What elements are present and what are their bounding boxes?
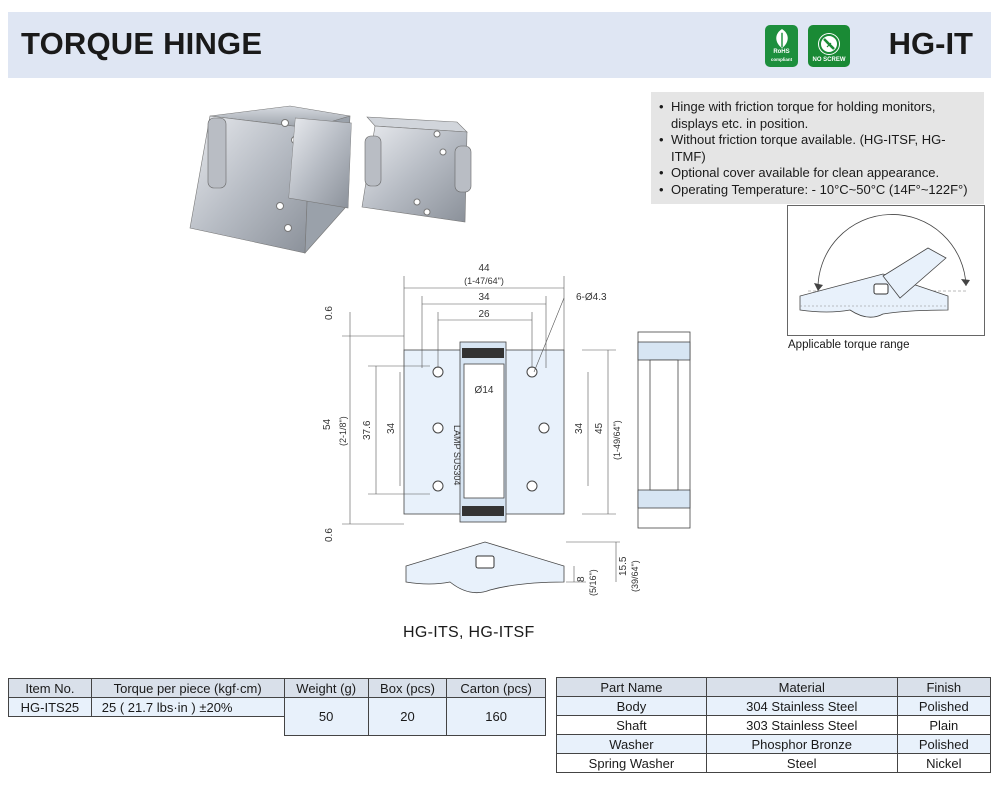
dim-h45-in: (1-49/64") — [612, 420, 622, 460]
table-row: Spring Washer Steel Nickel — [556, 753, 992, 773]
dim-w34: 34 — [478, 292, 490, 303]
cell-part: Spring Washer — [556, 753, 707, 773]
dim-w26: 26 — [478, 309, 490, 320]
dim-h155: 15.5 — [618, 556, 629, 576]
table-header-row: Part Name Material Finish — [556, 677, 992, 697]
cell-carton: 160 — [446, 697, 546, 736]
product-photo-small — [361, 116, 472, 223]
cell-torque: 25 ( 21.7 lbs·in ) ±20% — [90, 697, 285, 717]
cell-weight: 50 — [283, 697, 369, 736]
drawing-caption: HG-ITS, HG-ITSF — [403, 624, 535, 641]
page-title: TORQUE HINGE — [21, 26, 263, 61]
col-part-name: Part Name — [556, 677, 707, 697]
dim-d14: Ø14 — [475, 385, 494, 396]
table-row: HG-ITS25 25 ( 21.7 lbs·in ) ±20% 50 20 1… — [8, 697, 546, 736]
drawing-mark: LAMP SUS304 — [452, 425, 462, 485]
col-carton: Carton (pcs) — [446, 678, 546, 698]
product-photo — [189, 105, 352, 254]
dim-h06-bot: 0.6 — [324, 528, 335, 542]
cell-material: 304 Stainless Steel — [705, 696, 898, 716]
table-row: Washer Phosphor Bronze Polished — [556, 734, 992, 754]
no-screw-label: NO SCREW — [812, 57, 846, 63]
cell-part: Washer — [556, 734, 707, 754]
col-box: Box (pcs) — [367, 678, 448, 698]
technical-drawing: LAMP SUS304 44 (1-47/64") 34 26 6-Ø4.3 Ø… — [322, 263, 691, 596]
feature-item: Without friction torque available. (HG-I… — [659, 132, 976, 165]
col-item-no: Item No. — [8, 678, 92, 698]
dim-h34r: 34 — [574, 422, 585, 434]
feature-item: Optional cover available for clean appea… — [659, 165, 976, 182]
dim-w44: 44 — [478, 263, 490, 274]
col-material: Material — [705, 677, 898, 697]
cell-finish: Polished — [896, 734, 992, 754]
torque-range-figure — [787, 205, 985, 336]
feature-item: Hinge with friction torque for holding m… — [659, 99, 976, 132]
parts-table: Part Name Material Finish Body 304 Stain… — [556, 677, 992, 773]
dim-h45: 45 — [594, 422, 605, 434]
cell-material: Steel — [705, 753, 898, 773]
torque-range-diagram — [799, 214, 970, 318]
dim-h8: 8 — [576, 576, 587, 582]
table-row: Body 304 Stainless Steel Polished — [556, 696, 992, 716]
dim-w44-in: (1-47/64") — [464, 276, 504, 286]
spec-table: Item No. Torque per piece (kgf·cm) Weigh… — [8, 678, 546, 736]
cell-part: Body — [556, 696, 707, 716]
dim-h34l: 34 — [386, 422, 397, 434]
table-row: Shaft 303 Stainless Steel Plain — [556, 715, 992, 735]
cell-material: 303 Stainless Steel — [705, 715, 898, 735]
product-code: HG-IT — [888, 26, 973, 61]
cell-finish: Nickel — [896, 753, 992, 773]
leaf-icon — [775, 28, 788, 49]
no-screw-icon — [818, 33, 840, 55]
torque-range-caption: Applicable torque range — [788, 339, 910, 351]
cell-item: HG-ITS25 — [8, 697, 92, 717]
features-list: Hinge with friction torque for holding m… — [651, 92, 984, 204]
cell-finish: Polished — [896, 696, 992, 716]
table-header-row: Item No. Torque per piece (kgf·cm) Weigh… — [8, 678, 546, 698]
cell-box: 20 — [367, 697, 448, 736]
table-row — [8, 716, 546, 735]
cell-finish: Plain — [896, 715, 992, 735]
dim-h155-in: (39/64") — [630, 560, 640, 592]
dim-h54-in: (2-1/8") — [338, 416, 348, 446]
col-weight: Weight (g) — [283, 678, 369, 698]
cell-material: Phosphor Bronze — [705, 734, 898, 754]
dim-h06-top: 0.6 — [324, 306, 335, 320]
no-screw-badge: NO SCREW — [808, 25, 850, 67]
dim-h376: 37.6 — [362, 420, 373, 440]
col-finish: Finish — [896, 677, 992, 697]
dim-h8-in: (5/16") — [588, 569, 598, 596]
dim-h54: 54 — [322, 418, 333, 430]
feature-item: Operating Temperature: - 10°C~50°C (14F°… — [659, 182, 976, 199]
dim-holes: 6-Ø4.3 — [576, 292, 607, 303]
col-torque: Torque per piece (kgf·cm) — [90, 678, 285, 698]
cell-part: Shaft — [556, 715, 707, 735]
